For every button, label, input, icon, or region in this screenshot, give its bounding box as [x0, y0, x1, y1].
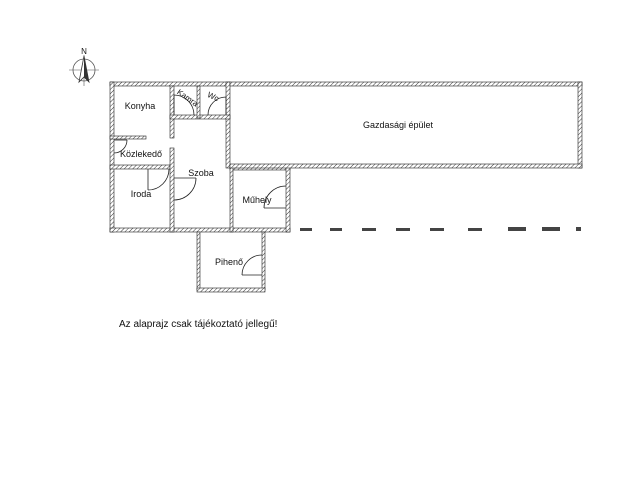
room-label-szoba: Szoba — [188, 168, 214, 178]
walls — [109, 81, 583, 293]
room-label-iroda: Iroda — [131, 189, 152, 199]
room-label-piheno: Pihenő — [215, 257, 243, 267]
room-label-konyha: Konyha — [125, 101, 156, 111]
disclaimer-note: Az alaprajz csak tájékoztató jellegű! — [119, 319, 278, 330]
doors — [113, 94, 287, 276]
compass-north-label: N — [81, 47, 87, 56]
room-label-muhely: Műhely — [242, 195, 272, 205]
room-label-kozlekedo: Közlekedő — [120, 149, 162, 159]
room-label-kamra: Kamra — [175, 88, 200, 109]
room-label-gazdasagi-epulet: Gazdasági épület — [363, 120, 434, 130]
compass-icon: N — [69, 47, 99, 86]
room-label-wc: Wc — [206, 90, 220, 103]
property-boundary-dashes — [300, 227, 581, 231]
